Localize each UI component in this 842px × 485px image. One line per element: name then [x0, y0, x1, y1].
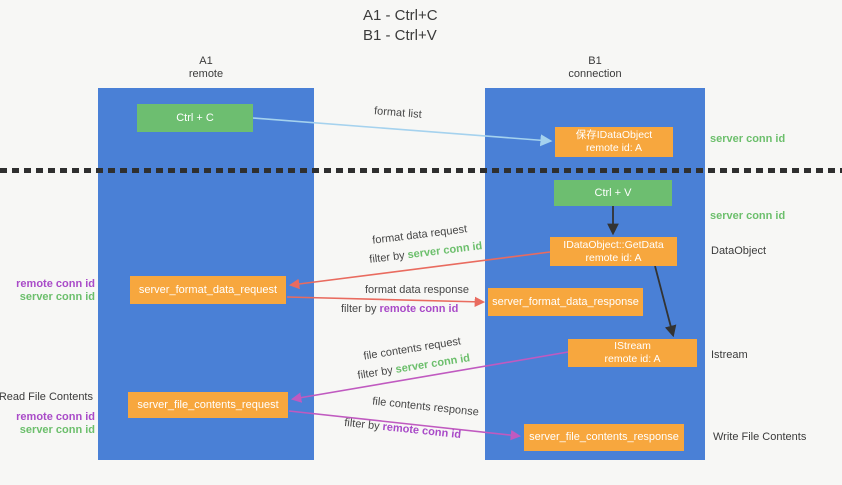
- label-format-data-response: format data response: [365, 284, 469, 296]
- ctrl-v-label: Ctrl + V: [594, 186, 632, 199]
- file-request-label: server_file_contents_request: [137, 398, 279, 411]
- save-idataobject-line2: remote id: A: [585, 142, 643, 154]
- annotation-write-file-contents: Write File Contents: [713, 431, 807, 443]
- annotation-server-conn-id-left-top: server conn id: [19, 291, 95, 303]
- node-server-format-data-response: server_format_data_response: [488, 288, 643, 316]
- lifeline-a1-role: remote: [188, 68, 224, 80]
- node-server-file-contents-request: server_file_contents_request: [128, 392, 288, 418]
- annotation-server-conn-id-mid: server conn id: [710, 210, 786, 222]
- filter-by-text: filter by: [343, 416, 381, 433]
- annotation-istream: Istream: [711, 349, 748, 361]
- save-idataobject-line1: 保存IDataObject: [575, 129, 653, 141]
- annotation-server-conn-id-top: server conn id: [710, 133, 786, 145]
- getdata-line1: IDataObject::GetData: [563, 238, 664, 251]
- file-response-label: server_file_contents_response: [529, 431, 679, 443]
- annotation-remote-conn-id-left-top: remote conn id: [16, 278, 95, 290]
- node-idataobject-getdata: IDataObject::GetData remote id: A: [550, 237, 677, 266]
- label-format-list: format list: [373, 105, 423, 121]
- dotted-separator: [0, 168, 842, 173]
- node-ctrl-c: Ctrl + C: [137, 104, 253, 132]
- node-save-idataobject: 保存IDataObject remote id: A: [555, 127, 673, 157]
- annotation-server-conn-id-left-bottom: server conn id: [19, 424, 95, 436]
- ctrl-c-label: Ctrl + C: [176, 111, 214, 124]
- annotation-dataobject: DataObject: [711, 245, 767, 257]
- lifeline-a1-name: A1: [199, 55, 213, 67]
- annotation-read-file-contents: Read File Contents: [0, 391, 93, 403]
- title-line-2: B1 - Ctrl+V: [363, 27, 437, 44]
- arrow-format-data-response: [286, 296, 486, 307]
- node-ctrl-v: Ctrl + V: [554, 180, 672, 206]
- istream-line1: IStream: [614, 340, 651, 352]
- remote-conn-id-text: remote conn id: [379, 303, 459, 315]
- istream-line2: remote id: A: [604, 353, 661, 365]
- format-response-label: server_format_data_response: [492, 295, 639, 308]
- lifeline-header-a1: A1 remote: [98, 55, 314, 81]
- label-file-contents-response: file contents response: [371, 395, 480, 419]
- format-request-label: server_format_data_request: [138, 283, 278, 296]
- server-conn-id-text: server conn id: [406, 240, 483, 262]
- node-server-file-contents-response: server_file_contents_response: [524, 424, 684, 451]
- getdata-line2: remote id: A: [585, 251, 642, 264]
- node-istream: IStream remote id: A: [568, 339, 697, 367]
- filter-by-text: filter by: [356, 364, 394, 382]
- title-line-1: A1 - Ctrl+C: [363, 7, 438, 24]
- filter-by-text: filter by: [368, 249, 406, 266]
- lifeline-b1-name: B1: [588, 55, 602, 67]
- diagram-title: A1 - Ctrl+C B1 - Ctrl+V: [363, 6, 438, 46]
- lifeline-header-b1: B1 connection: [485, 55, 705, 81]
- annotation-remote-conn-id-left-bottom: remote conn id: [16, 411, 95, 423]
- remote-conn-id-text: remote conn id: [381, 420, 462, 442]
- node-server-format-data-request: server_format_data_request: [130, 276, 286, 304]
- lifeline-b1-role: connection: [568, 68, 622, 80]
- filter-by-text: filter by: [341, 303, 377, 315]
